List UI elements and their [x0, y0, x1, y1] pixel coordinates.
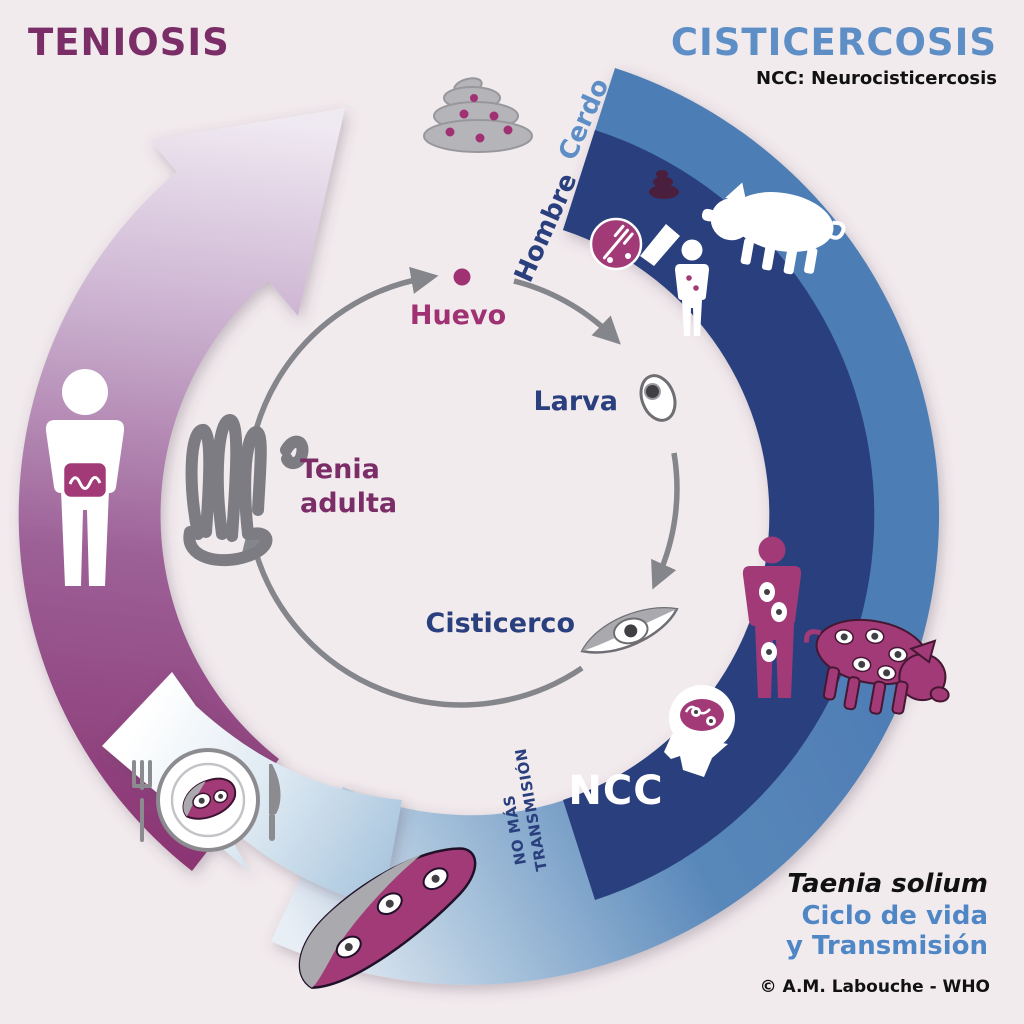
- feces-icon: [423, 77, 533, 153]
- purple-arc-arrow: [18, 108, 345, 871]
- navy-arc: [563, 130, 875, 900]
- title-teniosis: TENIOSIS: [28, 21, 230, 64]
- brain-icon: [680, 699, 724, 731]
- cyst-marks: [759, 582, 787, 662]
- label-tenia-line1: Tenia: [300, 454, 380, 485]
- cyst-marks: [335, 867, 449, 959]
- footer-cycle-line1: Ciclo de vida: [801, 901, 988, 931]
- footer-cycle-line2: y Transmisión: [786, 931, 988, 961]
- pig-silhouette-icon: [701, 182, 846, 275]
- human-host-icon: [45, 369, 125, 586]
- ncc-note: NCC: Neurocisticercosis: [756, 68, 997, 89]
- intestine-icon: [61, 460, 109, 500]
- ncc-brain-icon: [664, 685, 735, 777]
- food-wedge-icon: [640, 224, 680, 266]
- fork-icon: [602, 224, 634, 260]
- pig-feces-icon: [649, 170, 679, 199]
- purple-arrowhead: [150, 108, 345, 316]
- adult-tapeworm-icon: [183, 413, 309, 567]
- fork-icon: [132, 760, 152, 842]
- label-huevo: Huevo: [410, 300, 506, 331]
- label-ncc: NCC: [568, 768, 663, 814]
- meat-slice-icon: [182, 777, 237, 820]
- cyst-marks: [834, 628, 908, 681]
- cycle-arrow-to-tenia: [241, 524, 584, 708]
- label-larva: Larva: [533, 386, 618, 417]
- infected-meat-icon: [298, 847, 477, 989]
- cycle-arrow-to-larva: [513, 278, 621, 345]
- cycle-arrow-to-cisticerco: [651, 452, 680, 590]
- infected-pig-icon: [804, 618, 950, 715]
- knife-icon: [269, 764, 281, 814]
- label-tenia-line2: adulta: [300, 488, 397, 519]
- larva-icon: [639, 374, 677, 422]
- footer-species: Taenia solium: [787, 869, 988, 899]
- footer-credit: © A.M. Labouche - WHO: [760, 977, 990, 997]
- pork-meal-plate-icon: [132, 748, 281, 852]
- cisticercus-icon: [580, 607, 679, 654]
- infected-human-icon: [742, 536, 802, 698]
- label-cisticerco: Cisticerco: [426, 608, 576, 639]
- egg-dot-icon: [453, 268, 471, 286]
- human-ingestion-icon: [589, 217, 709, 336]
- title-cisticercosis: CISTICERCOSIS: [671, 21, 997, 64]
- small-person-icon: [675, 239, 709, 336]
